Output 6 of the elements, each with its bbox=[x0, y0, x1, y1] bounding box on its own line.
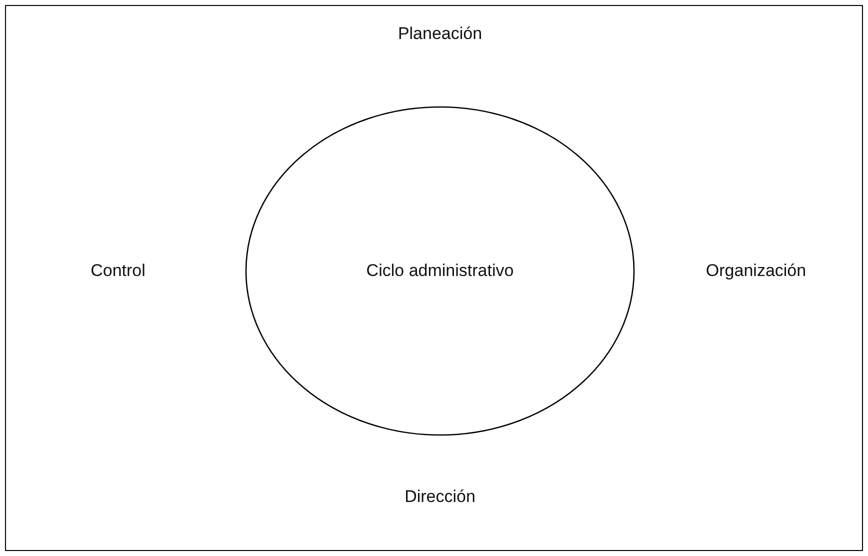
stage-label: Control bbox=[90, 261, 146, 281]
ellipse-node bbox=[245, 106, 635, 436]
stage-label: Organización bbox=[706, 261, 806, 281]
node-text: Ciclo administrativo bbox=[366, 261, 514, 281]
stage-label: Planeación bbox=[398, 24, 482, 44]
stage-label: Dirección bbox=[404, 487, 476, 507]
